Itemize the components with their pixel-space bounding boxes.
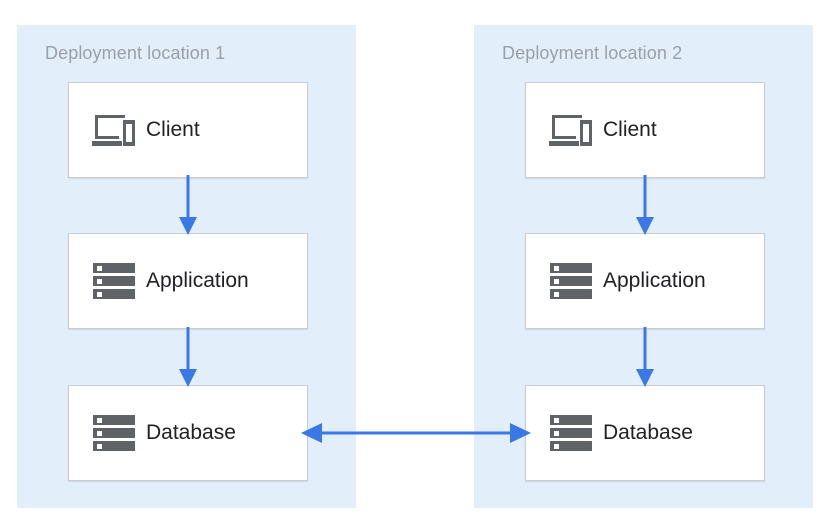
deployment-location-1-title: Deployment location 1	[45, 43, 226, 63]
node-label-client-location-2: Client	[603, 118, 657, 141]
devices-icon	[88, 108, 140, 152]
deployment-location-2-title: Deployment location 2	[502, 43, 683, 63]
node-application-location-2[interactable]: Application	[525, 233, 765, 329]
node-label-client-location-1: Client	[146, 118, 200, 141]
devices-icon	[545, 108, 597, 152]
server-icon	[88, 411, 140, 455]
node-database-location-2[interactable]: Database	[525, 385, 765, 481]
arrow-application-to-database-location-1	[176, 327, 200, 391]
node-label-application-location-1: Application	[146, 269, 249, 292]
node-label-database-location-2: Database	[603, 421, 693, 444]
arrow-database-replication	[300, 418, 532, 448]
node-client-location-1[interactable]: Client	[68, 82, 308, 178]
server-icon	[88, 259, 140, 303]
arrow-client-to-application-location-1	[176, 175, 200, 239]
arrow-client-to-application-location-2	[633, 175, 657, 239]
server-icon	[545, 259, 597, 303]
node-label-database-location-1: Database	[146, 421, 236, 444]
node-database-location-1[interactable]: Database	[68, 385, 308, 481]
node-application-location-1[interactable]: Application	[68, 233, 308, 329]
node-client-location-2[interactable]: Client	[525, 82, 765, 178]
server-icon	[545, 411, 597, 455]
node-label-application-location-2: Application	[603, 269, 706, 292]
arrow-application-to-database-location-2	[633, 327, 657, 391]
